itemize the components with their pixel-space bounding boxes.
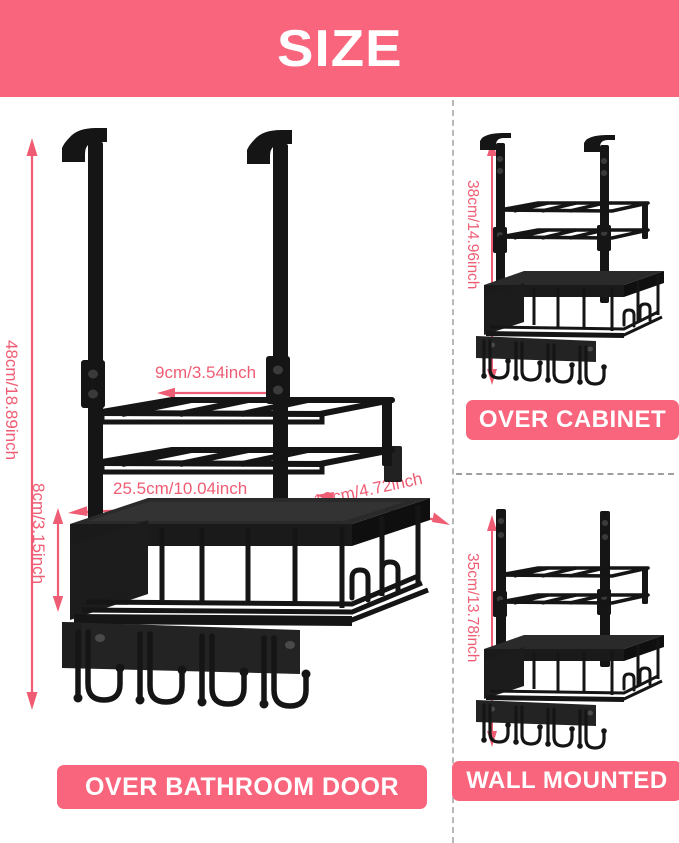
dimension-arm-spacing-main: 9cm/3.54inch xyxy=(155,363,257,382)
horizontal-divider xyxy=(456,473,674,475)
product-illustration-over-cabinet xyxy=(476,133,664,386)
label-over-cabinet: OVER CABINET xyxy=(466,400,679,440)
label-over-bathroom-door: OVER BATHROOM DOOR xyxy=(57,765,427,809)
header-banner: SIZE xyxy=(0,0,679,97)
basket-height-dimension-arrow xyxy=(52,508,64,612)
dimension-basket-height-main: 8cm/3.15inch xyxy=(29,483,48,585)
dimension-height-main: 48cm/18.89inch xyxy=(2,340,21,461)
height-dimension-arrow-main xyxy=(26,138,38,710)
label-wall-mounted: WALL MOUNTED xyxy=(452,761,679,801)
vertical-divider xyxy=(452,100,454,843)
product-illustration-wall-mounted xyxy=(476,509,664,750)
product-illustration-over-door xyxy=(62,128,430,709)
dimension-width-main: 25.5cm/10.04inch xyxy=(113,479,248,498)
page-title: SIZE xyxy=(276,19,403,78)
